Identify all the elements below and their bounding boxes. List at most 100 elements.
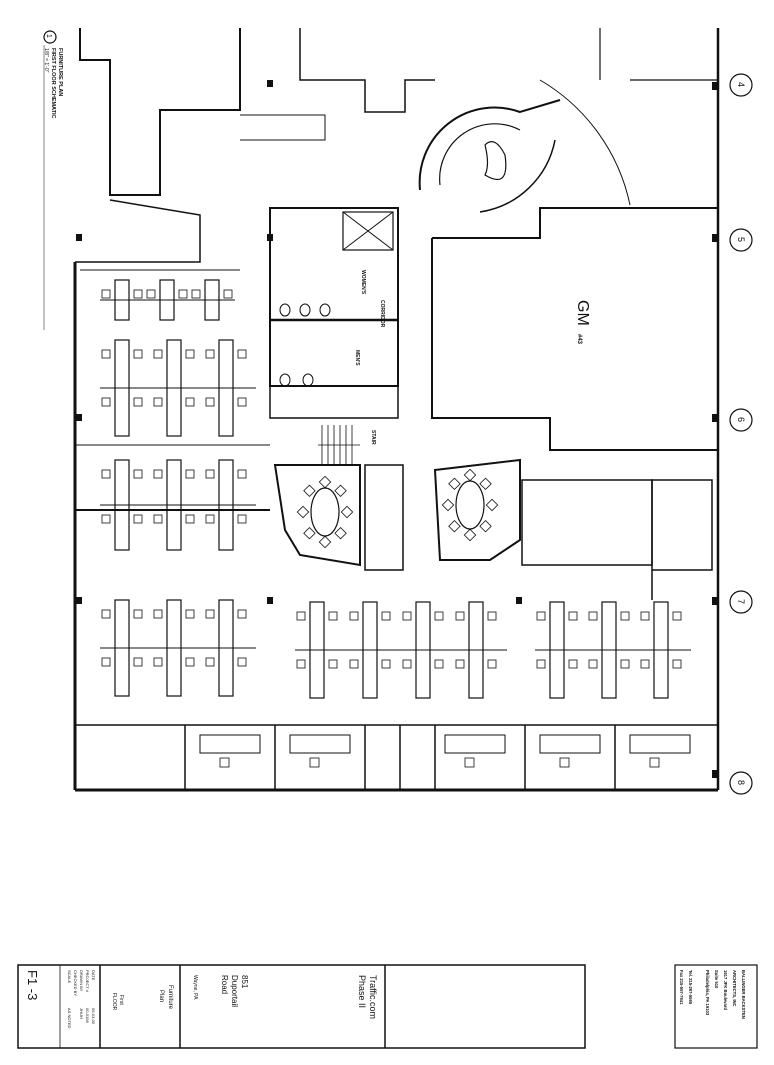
chair-icon bbox=[237, 349, 247, 359]
project-name: Traffic.com bbox=[368, 975, 378, 1019]
address-line-1: 851 bbox=[240, 975, 249, 989]
chair-icon bbox=[328, 659, 338, 669]
architect-info: Fax 215-557-7941 bbox=[679, 970, 684, 1005]
chair-icon bbox=[640, 611, 650, 621]
chair-icon bbox=[649, 757, 660, 768]
chair-icon bbox=[296, 659, 306, 669]
chair-icon bbox=[133, 514, 143, 524]
room-label-gm: GM bbox=[574, 300, 591, 326]
chair-icon bbox=[205, 349, 215, 359]
chair-icon bbox=[101, 349, 111, 359]
chair-icon bbox=[153, 469, 163, 479]
chair-icon bbox=[620, 659, 630, 669]
chair-icon bbox=[101, 289, 111, 299]
workstation-cluster bbox=[100, 339, 256, 437]
info-label: PROJECT # bbox=[85, 970, 90, 993]
chair-icon bbox=[479, 519, 492, 533]
project-phase: Phase II bbox=[357, 975, 367, 1008]
chair-icon bbox=[568, 659, 578, 669]
grid-bubble bbox=[729, 408, 753, 432]
chair-icon bbox=[296, 611, 306, 621]
plan-title: FURNITURE PLAN bbox=[57, 48, 63, 96]
chair-icon bbox=[101, 469, 111, 479]
floor-line-2: FLOOR bbox=[111, 993, 117, 1011]
chair-icon bbox=[303, 484, 316, 498]
chair-icon bbox=[434, 659, 444, 669]
chair-icon bbox=[463, 528, 477, 542]
toilet-icon bbox=[302, 373, 314, 387]
toilet-icon bbox=[299, 303, 311, 317]
floor-line-1: First bbox=[118, 995, 124, 1005]
conference-table bbox=[310, 487, 340, 537]
chair-icon bbox=[101, 514, 111, 524]
info-label: DRAWN BY bbox=[79, 970, 84, 992]
grid-bubble bbox=[729, 590, 753, 614]
info-value: AS NOTED bbox=[67, 1008, 72, 1029]
chair-icon bbox=[205, 609, 215, 619]
chair-icon bbox=[318, 475, 332, 489]
chair-icon bbox=[101, 397, 111, 407]
grid-bubble bbox=[729, 228, 753, 252]
chair-icon bbox=[101, 657, 111, 667]
chair-icon bbox=[205, 469, 215, 479]
info-value: 05-03-00 bbox=[91, 1008, 96, 1025]
chair-icon bbox=[153, 514, 163, 524]
chair-icon bbox=[309, 757, 320, 768]
architect-info: Suite 510 bbox=[714, 970, 719, 989]
chair-icon bbox=[191, 289, 201, 299]
chair-icon bbox=[185, 514, 195, 524]
title-block bbox=[17, 964, 758, 1049]
chair-icon bbox=[536, 611, 546, 621]
sheet-number: F1 -3 bbox=[25, 970, 40, 1000]
chair-icon bbox=[133, 657, 143, 667]
chair-icon bbox=[237, 609, 247, 619]
info-label: SCALE bbox=[67, 970, 72, 983]
info-value: JH/JH bbox=[79, 1008, 84, 1019]
chair-icon bbox=[455, 611, 465, 621]
grid-label: 5 bbox=[736, 237, 746, 242]
room-number-gm: #43 bbox=[576, 334, 582, 345]
chair-icon bbox=[479, 477, 492, 491]
chair-icon bbox=[101, 609, 111, 619]
workstation-clusters bbox=[100, 279, 691, 768]
toilet-icon bbox=[319, 303, 331, 317]
address-line-3: Road bbox=[220, 975, 229, 994]
grid-bubble bbox=[729, 771, 753, 795]
chair-icon bbox=[381, 611, 391, 621]
chair-icon bbox=[146, 289, 156, 299]
chair-icon bbox=[237, 469, 247, 479]
address-city: Wayne, PA bbox=[192, 975, 198, 1000]
chair-icon bbox=[205, 657, 215, 667]
chair-icon bbox=[237, 657, 247, 667]
info-label: CHECKED BY bbox=[73, 970, 78, 996]
title-block-text: Traffic.com Phase II 851 Duportail Road … bbox=[25, 970, 746, 1029]
architect-info: Philadelphia, PA 19103 bbox=[705, 970, 710, 1016]
chair-icon bbox=[219, 757, 230, 768]
chair-icon bbox=[334, 526, 347, 540]
chair-icon bbox=[185, 349, 195, 359]
chair-icon bbox=[133, 469, 143, 479]
workstation-cluster bbox=[100, 599, 256, 697]
chair-icon bbox=[153, 609, 163, 619]
chair-icon bbox=[223, 289, 233, 299]
chair-icon bbox=[133, 609, 143, 619]
architect-info: Tel. 215-297-5595 bbox=[688, 970, 693, 1005]
chair-icon bbox=[340, 505, 354, 519]
chair-icon bbox=[588, 611, 598, 621]
plan-scale: 1/8" = 1'-0" bbox=[43, 48, 49, 73]
chair-icon bbox=[205, 397, 215, 407]
room-label-mens: MEN'S bbox=[354, 350, 360, 366]
chair-icon bbox=[153, 397, 163, 407]
chair-icon bbox=[463, 468, 477, 482]
chair-icon bbox=[334, 484, 347, 498]
chair-icon bbox=[303, 526, 316, 540]
chair-icon bbox=[464, 757, 475, 768]
workstation-cluster bbox=[100, 279, 235, 321]
chair-icon bbox=[237, 514, 247, 524]
chair-icon bbox=[178, 289, 188, 299]
room-label-womens: WOMEN'S bbox=[360, 270, 366, 295]
chair-icon bbox=[402, 659, 412, 669]
room-label-stair: STAIR bbox=[370, 430, 376, 445]
toilet-icon bbox=[279, 373, 291, 387]
